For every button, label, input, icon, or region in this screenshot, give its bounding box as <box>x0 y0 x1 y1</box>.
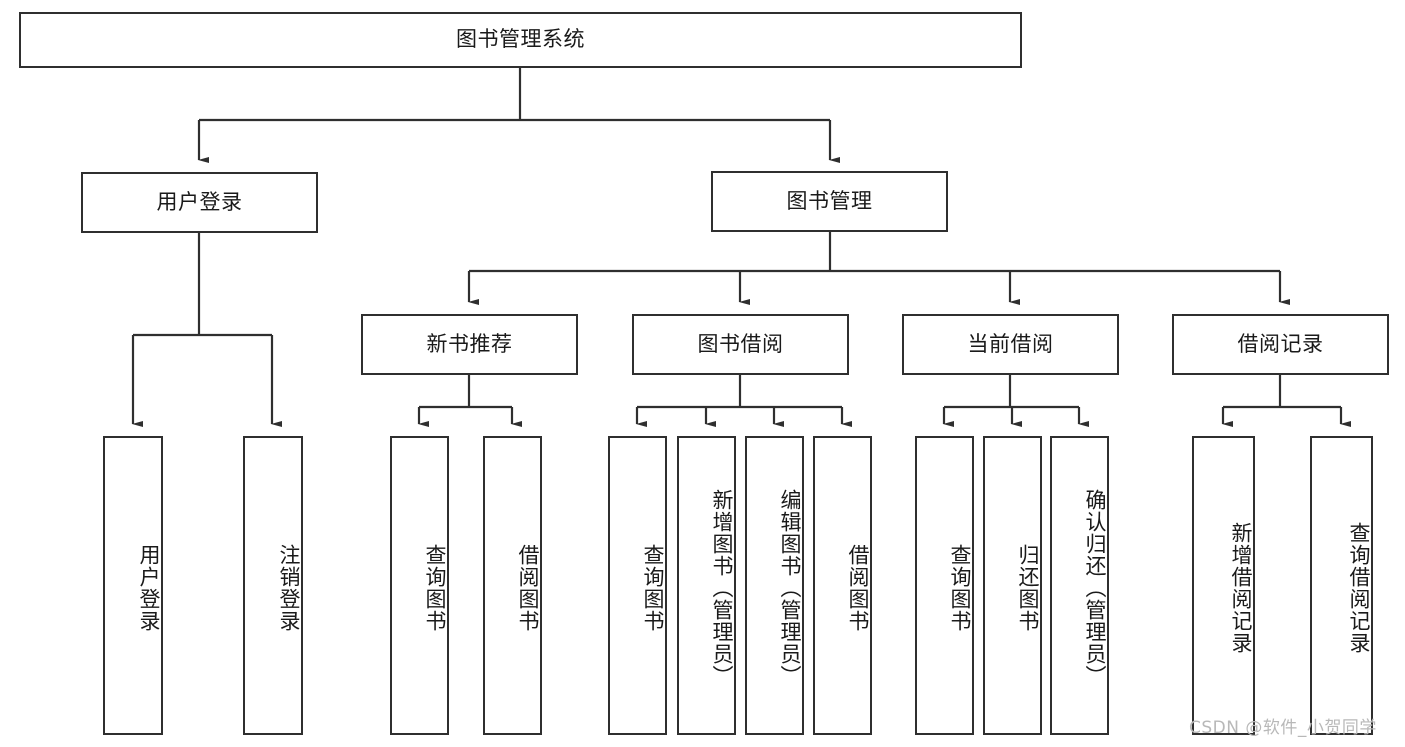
node-leaf-add-record-label: 新增借阅记录 <box>1229 521 1253 654</box>
node-leaf-query-record-label: 查询借阅记录 <box>1347 521 1371 654</box>
node-leaf-return-book[interactable]: 归还图书 <box>983 436 1042 735</box>
node-leaf-query-book-1[interactable]: 查询图书 <box>390 436 449 735</box>
node-leaf-edit-book[interactable]: 编辑图书（管理员） <box>745 436 804 735</box>
node-borrow-record[interactable]: 借阅记录 <box>1172 314 1389 375</box>
node-book-borrow[interactable]: 图书借阅 <box>632 314 849 375</box>
node-user-login-label: 用户登录 <box>156 189 243 214</box>
node-leaf-add-record[interactable]: 新增借阅记录 <box>1192 436 1255 735</box>
node-book-manage[interactable]: 图书管理 <box>711 171 948 232</box>
node-leaf-query-book-3[interactable]: 查询图书 <box>915 436 974 735</box>
node-leaf-return-book-label: 归还图书 <box>1016 543 1040 632</box>
node-book-manage-label: 图书管理 <box>786 188 873 213</box>
node-book-borrow-label: 图书借阅 <box>697 331 784 356</box>
node-leaf-borrow-book-1-label: 借阅图书 <box>516 543 540 632</box>
node-leaf-query-record[interactable]: 查询借阅记录 <box>1310 436 1373 735</box>
node-leaf-borrow-book-1[interactable]: 借阅图书 <box>483 436 542 735</box>
node-new-book-rec-label: 新书推荐 <box>426 331 513 356</box>
node-leaf-borrow-book-2-label: 借阅图书 <box>846 543 870 632</box>
node-leaf-add-book[interactable]: 新增图书（管理员） <box>677 436 736 735</box>
node-leaf-add-book-label: 新增图书（管理员） <box>710 488 734 687</box>
node-leaf-logout-label: 注销登录 <box>277 543 301 632</box>
node-leaf-query-book-2-label: 查询图书 <box>641 543 665 632</box>
node-new-book-rec[interactable]: 新书推荐 <box>361 314 578 375</box>
node-current-borrow-label: 当前借阅 <box>967 331 1054 356</box>
node-leaf-query-book-1-label: 查询图书 <box>423 543 447 632</box>
node-leaf-edit-book-label: 编辑图书（管理员） <box>778 488 802 687</box>
node-user-login[interactable]: 用户登录 <box>81 172 318 233</box>
node-leaf-user-login-label: 用户登录 <box>137 543 161 632</box>
node-leaf-borrow-book-2[interactable]: 借阅图书 <box>813 436 872 735</box>
node-leaf-logout[interactable]: 注销登录 <box>243 436 303 735</box>
node-leaf-confirm-return-label: 确认归还（管理员） <box>1083 488 1107 687</box>
node-borrow-record-label: 借阅记录 <box>1237 331 1324 356</box>
node-leaf-query-book-3-label: 查询图书 <box>948 543 972 632</box>
node-root-label: 图书管理系统 <box>456 27 585 52</box>
node-root[interactable]: 图书管理系统 <box>19 12 1022 68</box>
node-leaf-confirm-return[interactable]: 确认归还（管理员） <box>1050 436 1109 735</box>
node-current-borrow[interactable]: 当前借阅 <box>902 314 1119 375</box>
node-leaf-query-book-2[interactable]: 查询图书 <box>608 436 667 735</box>
node-leaf-user-login[interactable]: 用户登录 <box>103 436 163 735</box>
